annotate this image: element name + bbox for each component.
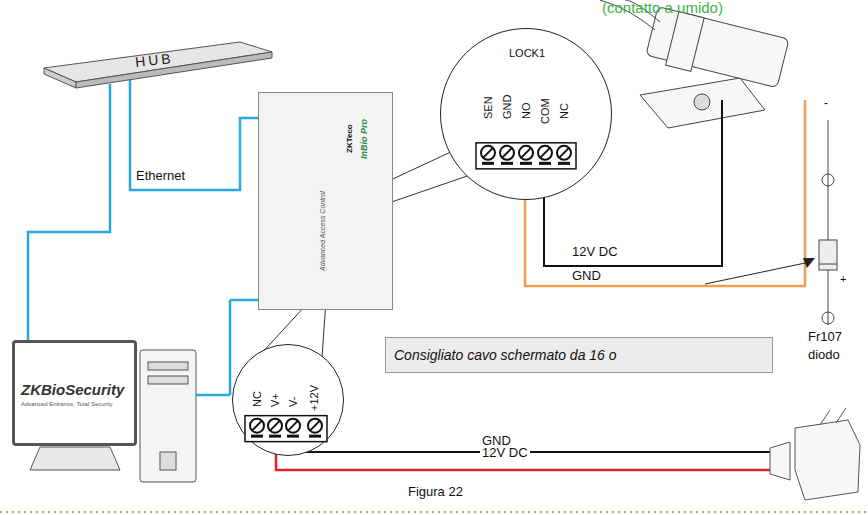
ethernet-cable (28, 84, 110, 340)
pin-label: NO (520, 103, 532, 120)
pin-label: V+ (269, 393, 281, 407)
power-zoom: NC V+ V- +12V (232, 344, 344, 456)
wire-label: GND (570, 268, 603, 283)
pin-label: V- (287, 397, 299, 407)
note-box: Consigliato cavo schermato da 16 o (385, 337, 773, 373)
ethernet-cable (130, 78, 258, 190)
pin-label: +12V (308, 385, 320, 411)
node-text: Consigliato cavo schermato da 16 o (394, 347, 617, 363)
pin-label: NC (251, 391, 263, 407)
figure-caption: Figura 22 (406, 484, 465, 499)
pin-label: NC (558, 103, 570, 119)
wire-label: 12V DC (480, 445, 530, 460)
wire-label: Fr107 (806, 329, 844, 344)
pin-label: ZKTeco (345, 124, 354, 153)
wire-label: (contatto a umido) (600, 0, 725, 15)
pin-label: InBio Pro (359, 119, 369, 159)
hub-device: HUB (40, 38, 275, 90)
controller-box: ZKTeco InBio ProAdvanced Access Control (258, 92, 393, 310)
pin-label: GND (501, 95, 513, 119)
wire-label: 12V DC (570, 244, 620, 259)
computer-monitor: ZKBioSecurityAdvanced Entrance, Total Se… (12, 340, 137, 446)
wire-label: diodo (806, 347, 842, 362)
wire-label: - (822, 96, 830, 111)
node-text: ZKBioSecurity (21, 381, 124, 398)
pin-label: COM (539, 98, 551, 124)
terminal-zoom: LOCK1SEN GND NO COM NC (440, 28, 612, 200)
pin-label: Advanced Access Control (319, 191, 326, 271)
node-text: Advanced Entrance, Total Security (21, 401, 113, 407)
pin-label: SEN (482, 96, 494, 119)
edge-label: Ethernet (134, 168, 187, 183)
node-text: LOCK1 (509, 47, 545, 59)
wire-label: + (838, 272, 848, 287)
